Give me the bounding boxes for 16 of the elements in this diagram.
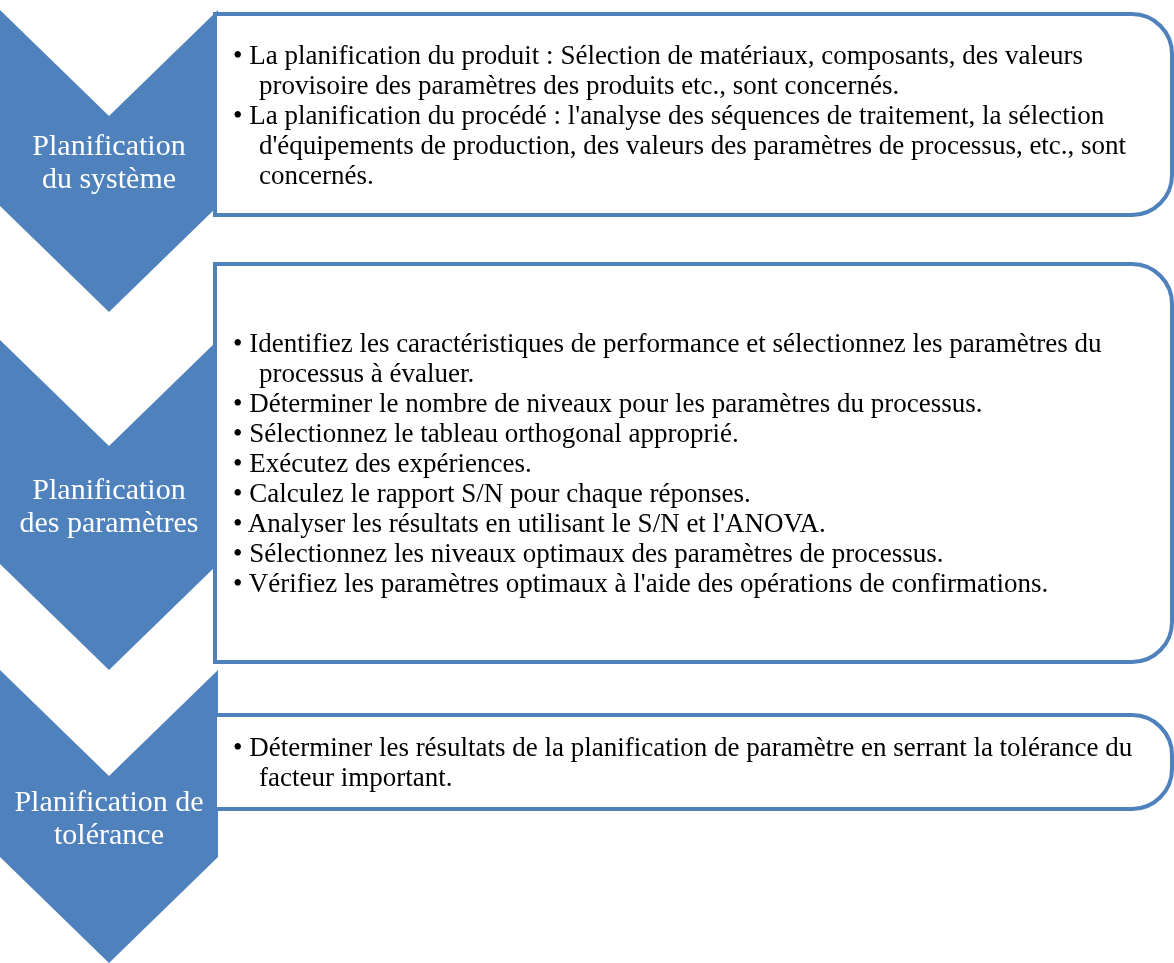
bullet-text: • La planification du procédé : l'analyse des séquences de traitement, la sélection d'équipements de production, des valeurs des paramètres de processus, etc., sont concernés. — [233, 99, 1128, 190]
text-panel — [213, 262, 1174, 664]
bullet-text: • Vérifiez les paramètres optimaux à l'aide des opérations de confirmations. — [233, 568, 1050, 598]
bullet-text: • Calculez le rapport S/N pour chaque réponses. — [233, 478, 752, 508]
bullet-text: • Déterminer le nombre de niveaux pour les paramètres du processus. — [233, 388, 984, 418]
bullet-text: • Identifiez les caractéristiques de performance et sélectionnez les paramètres du processus à évaluer. — [233, 328, 1103, 388]
text-panel — [213, 12, 1174, 217]
bullet-text: • Exécutez des expériences. — [233, 448, 533, 478]
bullet-text: • Analyser les résultats en utilisant le S/N et l'ANOVA. — [233, 508, 827, 538]
bullet-text: • La planification du produit : Sélection de matériaux, composants, des valeurs provisoire des paramètres des produits etc., sont concernés. — [233, 39, 1084, 100]
bullet-text: • Sélectionnez les niveaux optimaux des paramètres de processus. — [233, 538, 945, 568]
step-label: Planification des paramètres — [18, 472, 200, 538]
bullet-text: • Déterminer les résultats de la planification de paramètre en serrant la tolérance du facteur important. — [233, 732, 1134, 792]
bullet-text: • Sélectionnez le tableau orthogonal approprié. — [233, 418, 740, 448]
step-label: Planification de tolérance — [13, 783, 205, 850]
step-label: Planification du système — [31, 128, 187, 194]
